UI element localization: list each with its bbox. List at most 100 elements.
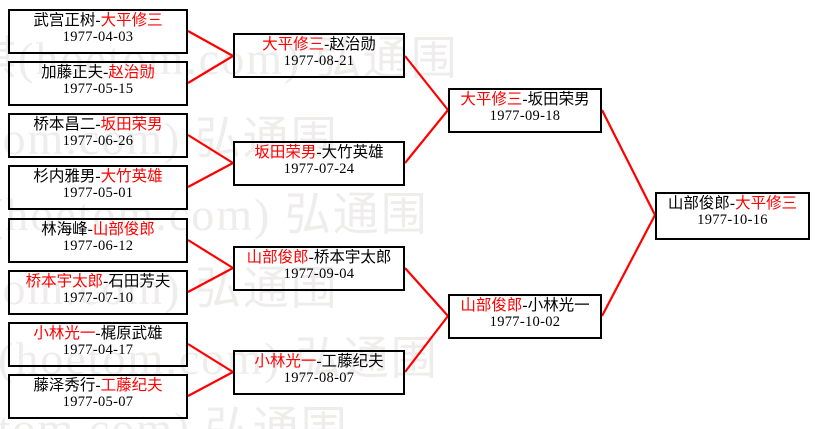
match-players: 藤泽秀行-工藤纪夫 [10,377,186,395]
connector-line [187,30,234,57]
connector-line [187,343,234,373]
connector-line [601,214,656,317]
connector-line [404,267,449,317]
match-date: 1977-06-26 [62,132,134,149]
connector-line [187,55,234,84]
player-separator: - [308,249,314,266]
player-separator: - [522,297,528,314]
connector-line [187,239,234,269]
player-left: 林海峰 [41,221,88,238]
match-date: 1977-09-18 [489,107,561,124]
player-separator: - [103,273,109,290]
player-left: 杉内雅男 [33,168,96,185]
player-left: 桥本昌二 [33,116,96,133]
player-separator: - [522,91,528,108]
player-right: 工藤纪夫 [321,353,384,370]
player-left: 小林光一 [33,325,96,342]
player-right: 石田芳夫 [108,273,171,290]
match-players: 桥本宇太郎-石田芳夫 [10,273,186,291]
player-separator: - [729,195,736,212]
connector-line [187,162,234,188]
player-left: 小林光一 [254,353,317,370]
player-right: 大平修三 [735,195,798,212]
player-left: 山部俊郎 [460,297,523,314]
player-left: 山部俊郎 [246,249,309,266]
match-date: 1977-09-04 [283,265,355,282]
player-right: 山部俊郎 [92,221,155,238]
connector-line [187,267,234,293]
player-right: 赵治勋 [329,36,376,53]
connector-line [187,371,234,397]
match-players: 山部俊郎-小林光一 [450,297,600,315]
match-date: 1977-10-16 [697,211,768,228]
match-players: 大平修三-坂田荣男 [450,91,600,109]
player-left: 藤泽秀行 [33,377,96,394]
player-left: 大平修三 [460,91,523,108]
match-date: 1977-08-21 [283,52,355,69]
match-players: 山部俊郎-大平修三 [657,195,808,213]
player-right: 梶原武雄 [100,325,163,342]
connector-line [404,109,449,164]
player-separator: - [95,377,101,394]
match-players: 杉内雅男-大竹英雄 [10,168,186,186]
match-players: 桥本昌二-坂田荣男 [10,116,186,134]
connector-line [187,134,234,164]
player-left: 坂田荣男 [254,144,317,161]
match-players: 武宫正树-大平修三 [10,12,186,30]
player-left: 加藤正夫 [41,64,104,81]
match-date: 1977-07-10 [62,289,134,306]
player-right: 坂田荣男 [527,91,590,108]
player-right: 赵治勋 [108,64,155,81]
player-separator: - [95,325,101,342]
match-date: 1977-07-24 [283,160,355,177]
match-players: 小林光一-工藤纪夫 [235,353,403,371]
player-separator: - [103,64,109,81]
player-right: 小林光一 [527,297,590,314]
match-players: 山部俊郎-桥本宇太郎 [235,249,403,267]
match-date: 1977-05-07 [62,393,134,410]
player-left: 武宫正树 [33,12,96,29]
match-date: 1977-05-01 [62,184,134,201]
player-right: 桥本宇太郎 [313,249,392,266]
player-right: 工藤纪夫 [100,377,163,394]
player-separator: - [87,221,93,238]
match-players: 加藤正夫-赵治勋 [10,64,186,82]
connector-line [404,55,449,111]
player-left: 山部俊郎 [667,195,730,212]
player-separator: - [95,12,101,29]
match-players: 小林光一-梶原武雄 [10,325,186,343]
player-right: 大平修三 [100,12,163,29]
player-separator: - [316,353,322,370]
player-separator: - [316,144,322,161]
player-right: 大竹英雄 [321,144,384,161]
match-date: 1977-05-15 [62,80,134,97]
match-date: 1977-06-12 [62,237,134,254]
player-right: 坂田荣男 [100,116,163,133]
player-separator: - [95,116,101,133]
player-separator: - [95,168,101,185]
match-date: 1977-04-17 [62,341,134,358]
connector-line [601,109,656,216]
match-date: 1977-08-07 [283,369,355,386]
match-players: 林海峰-山部俊郎 [10,221,186,239]
match-date: 1977-04-03 [62,28,134,45]
player-left: 大平修三 [262,36,325,53]
match-date: 1977-10-02 [489,313,561,330]
player-left: 桥本宇太郎 [25,273,104,290]
